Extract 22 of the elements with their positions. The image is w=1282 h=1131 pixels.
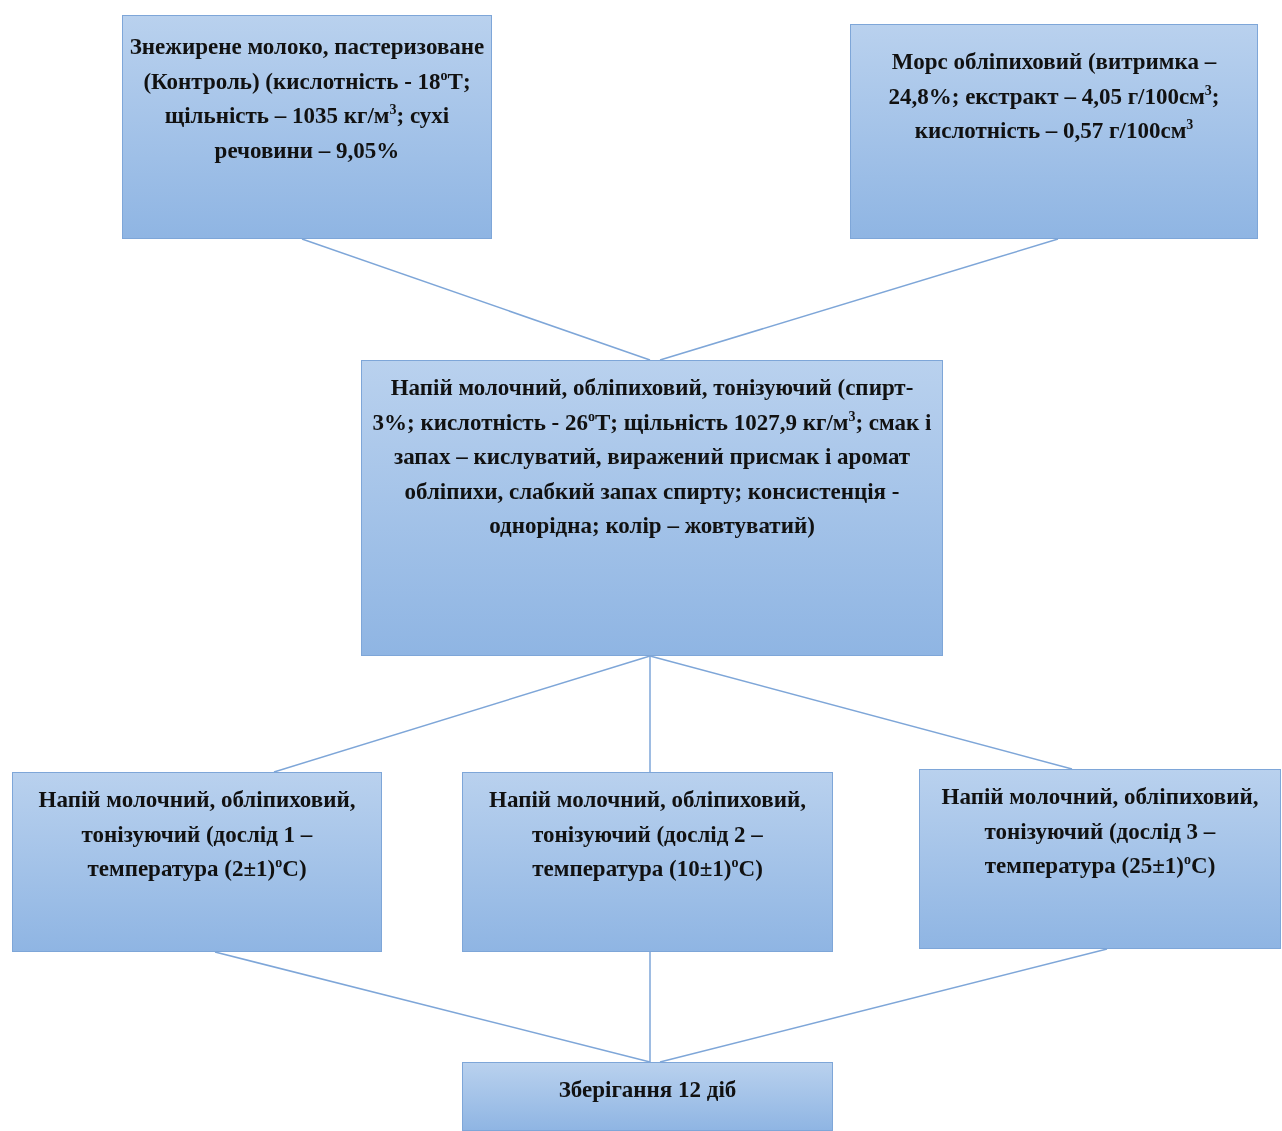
- connector-line: [301, 238, 651, 361]
- process-box: [462, 1062, 833, 1131]
- process-box: [850, 24, 1258, 239]
- box-text: Напій молочний, обліпиховий, тонізуючий (дослід 1 – температура (2±1)$^{о}$С): [37, 786, 357, 883]
- connector-line: [659, 948, 1108, 1063]
- box-text: Напій молочний, обліпиховий, тонізуючий (дослід 3 – температура (25±1)$^{о}$С): [940, 783, 1260, 880]
- box-text: Напій молочний, обліпиховий, тонізуючий (спирт- 3%; кислотність - 26$^{о}$Т; щільність 1027,9 кг/м$^{3}$; смак і запах – кислуватий, виражений присмак і аромат обліпихи, слабкий запах спирту; консистенція - однорідна; колір – жовтуватий): [371, 374, 933, 540]
- box-text: Морс обліпиховий (витримка – 24,8%; екстракт – 4,05 г/100см$^{3}$; кислотність – 0,57 г/100см$^{3}$: [887, 48, 1221, 145]
- connector-line: [649, 951, 651, 1063]
- connector-line: [649, 655, 651, 773]
- connector-line: [659, 238, 1059, 361]
- process-box: [919, 769, 1281, 949]
- connector-line: [649, 655, 1073, 770]
- box-text: Напій молочний, обліпиховий, тонізуючий (дослід 2 – температура (10±1)$^{о}$С): [488, 786, 807, 883]
- process-box: [462, 772, 833, 952]
- box-text: Зберігання 12 діб: [557, 1076, 738, 1104]
- process-box: [12, 772, 382, 952]
- connector-line: [273, 655, 651, 773]
- connector-line: [214, 951, 651, 1063]
- box-text: Знежирене молоко, пастеризоване (Контроль) (кислотність - 18$^{о}$Т; щільність – 1035 кг/м$^{3}$; сухі речовини – 9,05%: [129, 33, 485, 165]
- process-box: [122, 15, 492, 239]
- process-box: [361, 360, 943, 656]
